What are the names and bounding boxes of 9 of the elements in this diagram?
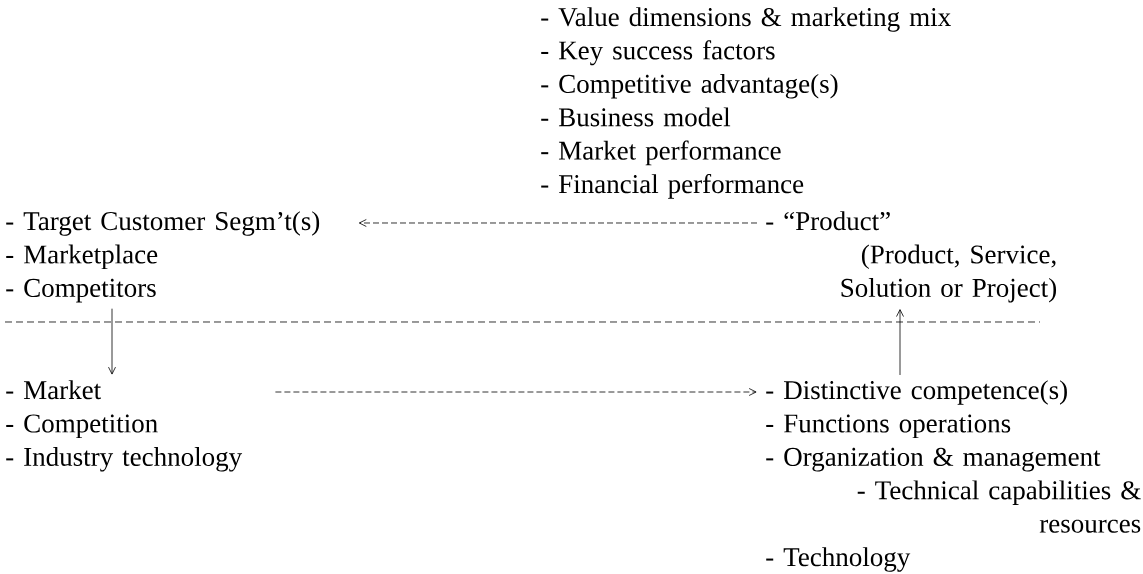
arrow [108,308,116,375]
text-list: - Target Customer Segm’t(s) - Marketplace - Competitors [6,211,320,303]
text-list: - Market - Competition - Industry technology [6,380,243,472]
text-list: - “Product” (Product, Service, Solution or Project) [766,211,1057,303]
text-list: - Distinctive competence(s) - Functions operations - Organization & management - Technical capabilities & resources - Technology [766,380,1141,572]
text-list: - Value dimensions & marketing mix - Key success factors - Competitive advantage(s) - Business model - Market performance - Financial performance [541,7,951,199]
arrow [896,309,904,376]
arrow [358,219,758,227]
arrow [275,388,757,396]
